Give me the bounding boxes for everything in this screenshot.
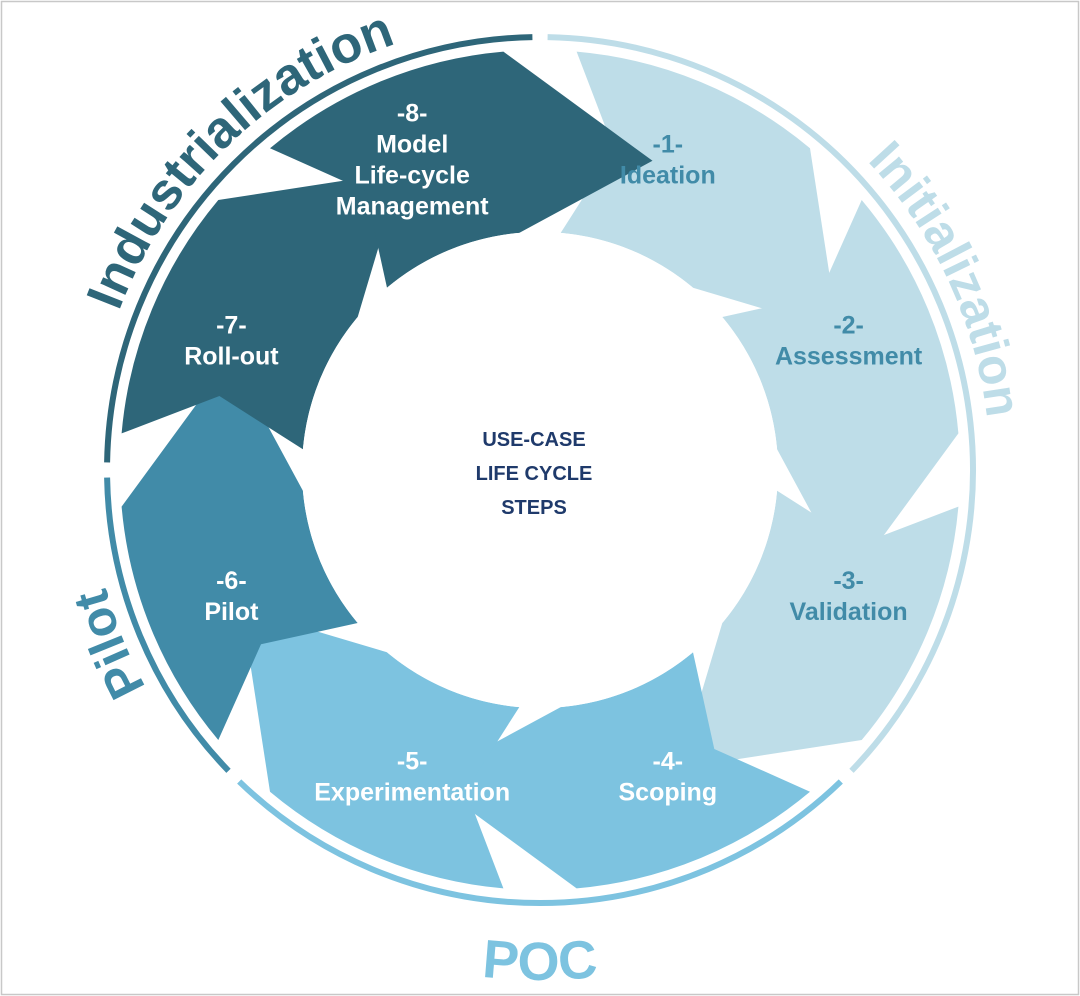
center-circle — [302, 232, 778, 708]
step-segment-8 — [270, 51, 653, 288]
center-label-line-1: USE-CASE — [482, 429, 585, 451]
center-label-line-3: STEPS — [501, 497, 567, 519]
step-2-name-line-1: Assessment — [775, 342, 923, 370]
step-4-number: -4- — [653, 748, 684, 776]
step-6-number: -6- — [216, 567, 247, 595]
step-5-number: -5- — [397, 748, 428, 776]
phase-arcs — [104, 34, 976, 906]
step-6-name-line-1: Pilot — [204, 598, 259, 626]
phase-arc-poc — [237, 779, 843, 906]
step-3-name-line-1: Validation — [790, 598, 908, 626]
step-1-number: -1- — [653, 131, 684, 159]
phase-arc-pilot — [104, 477, 231, 773]
step-segments — [121, 51, 959, 889]
step-7-name-line-1: Roll-out — [184, 342, 279, 370]
step-segment-4 — [427, 652, 810, 889]
center-label-line-2: LIFE CYCLE — [476, 463, 593, 485]
phase-label-poc: POC — [481, 929, 600, 992]
step-segment-5 — [241, 609, 520, 889]
step-labels: -1- Ideation -2- Assessment -3- Validation -4-… — [184, 100, 923, 807]
step-8-name-line-3: Management — [336, 193, 489, 221]
step-8-name-line-1: Model — [376, 131, 448, 159]
step-segment-1 — [560, 51, 839, 331]
step-4-name-line-1: Scoping — [618, 779, 717, 807]
step-segment-7 — [121, 171, 401, 450]
step-1-name-line-1: Ideation — [620, 162, 716, 190]
step-8-name-line-2: Life-cycle — [355, 162, 470, 190]
phase-arc-industrialization — [104, 34, 533, 463]
step-segment-2 — [722, 200, 959, 583]
step-2-number: -2- — [833, 311, 864, 339]
step-segment-6 — [121, 357, 358, 740]
step-7-number: -7- — [216, 311, 247, 339]
center-hub: USE-CASE LIFE CYCLE STEPS — [302, 232, 778, 708]
step-8-number: -8- — [397, 100, 428, 128]
step-segment-3 — [679, 490, 959, 769]
phase-arc-initialization — [547, 34, 976, 773]
step-5-name-line-1: Experimentation — [314, 779, 510, 807]
step-3-number: -3- — [833, 567, 864, 595]
